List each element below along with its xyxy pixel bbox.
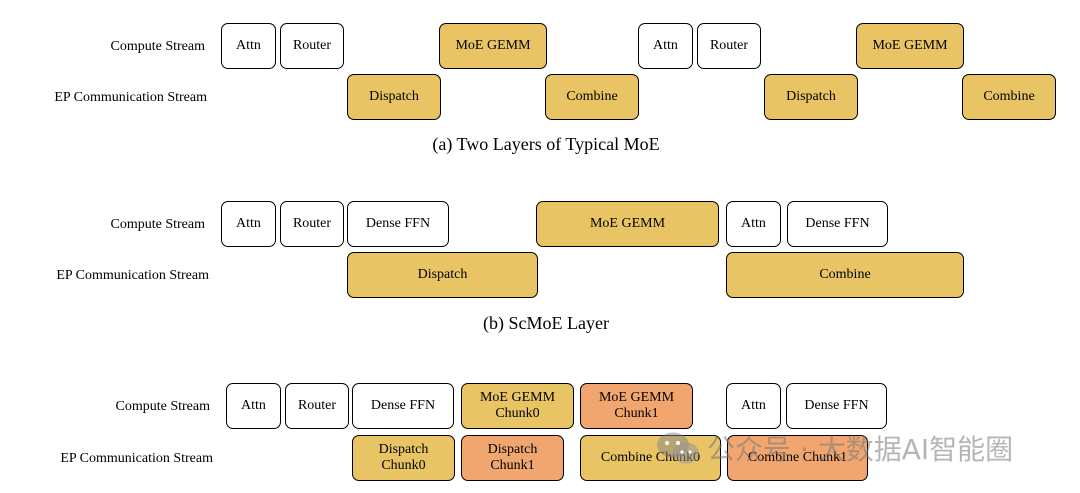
compute-stream-label: Compute Stream [110, 39, 206, 54]
caption-a: (a) Two Layers of Typical MoE [432, 134, 660, 154]
dense-ffn-block: Dense FFN [786, 383, 887, 429]
combine-chunk1-block: Combine Chunk1 [727, 435, 868, 481]
attn-block: Attn [221, 201, 276, 247]
dispatch-chunk0-block: Dispatch Chunk0 [352, 435, 455, 481]
compute-stream-label: Compute Stream [110, 217, 206, 232]
dispatch-chunk1-block: Dispatch Chunk1 [461, 435, 564, 481]
dispatch-block: Dispatch [764, 74, 858, 120]
attn-block: Attn [221, 23, 276, 69]
combine-block: Combine [726, 252, 964, 298]
moe-gemm-block: MoE GEMM [536, 201, 719, 247]
attn-block: Attn [726, 201, 781, 247]
router-block: Router [280, 23, 344, 69]
dispatch-block: Dispatch [347, 252, 538, 298]
dense-ffn-block: Dense FFN [352, 383, 454, 429]
attn-block: Attn [638, 23, 693, 69]
dense-ffn-block: Dense FFN [347, 201, 449, 247]
combine-chunk0-block: Combine Chunk0 [580, 435, 721, 481]
router-block: Router [285, 383, 349, 429]
dispatch-block: Dispatch [347, 74, 441, 120]
attn-block: Attn [226, 383, 281, 429]
attn-block: Attn [726, 383, 781, 429]
ep-stream-label: EP Communication Stream [54, 90, 207, 105]
ep-stream-label: EP Communication Stream [60, 451, 213, 466]
moe-gemm-block: MoE GEMM [856, 23, 964, 69]
router-block: Router [697, 23, 761, 69]
moe-gemm-block: MoE GEMM [439, 23, 547, 69]
combine-block: Combine [962, 74, 1056, 120]
caption-b: (b) ScMoE Layer [483, 313, 609, 333]
router-block: Router [280, 201, 344, 247]
compute-stream-label: Compute Stream [115, 399, 211, 414]
ep-stream-label: EP Communication Stream [56, 268, 209, 283]
moe-gemm-chunk1-block: MoE GEMM Chunk1 [580, 383, 693, 429]
combine-block: Combine [545, 74, 639, 120]
dense-ffn-block: Dense FFN [787, 201, 888, 247]
moe-gemm-chunk0-block: MoE GEMM Chunk0 [461, 383, 574, 429]
